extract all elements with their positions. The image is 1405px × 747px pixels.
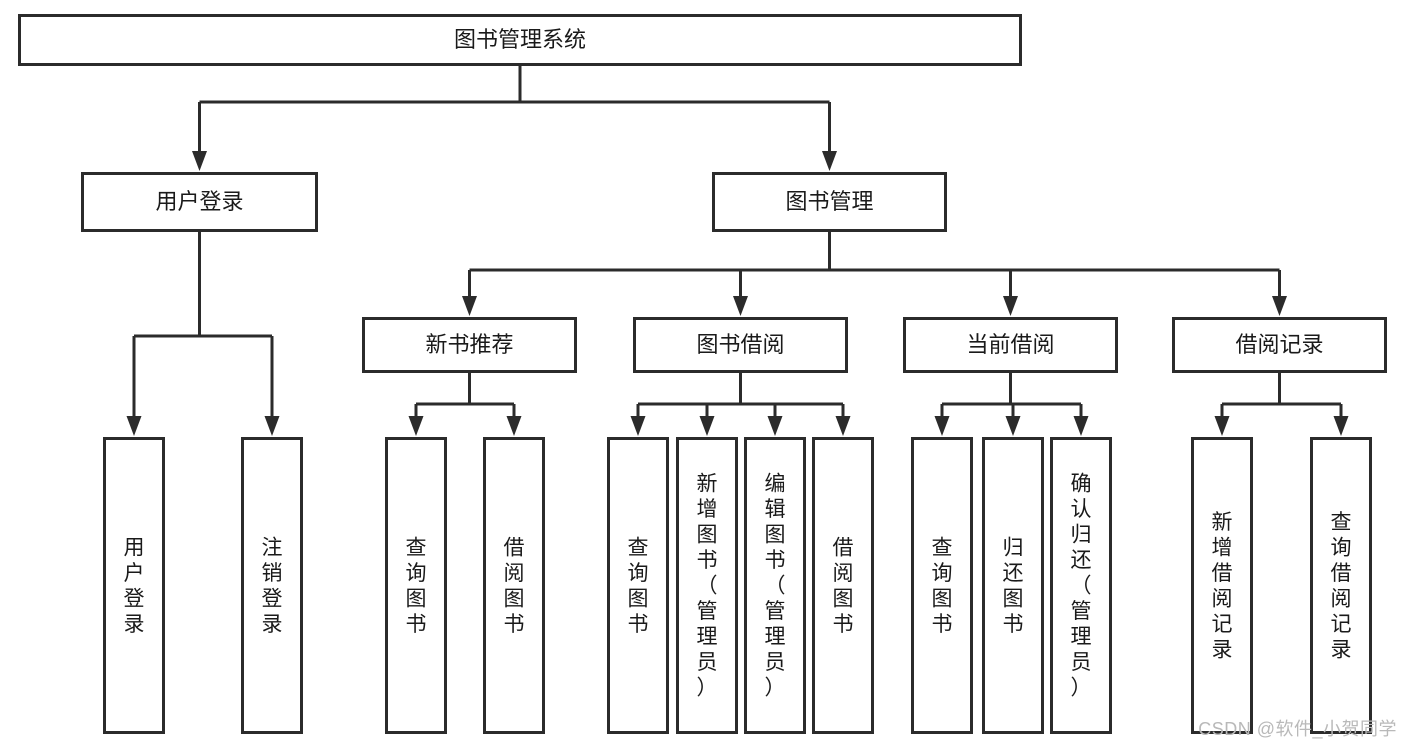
connector-group: [462, 232, 1287, 316]
node-label: 编辑图书（管理员）: [765, 473, 786, 700]
node-label: 归还图书: [1003, 536, 1024, 636]
connector-group: [408, 373, 522, 436]
node-l1-0[interactable]: 用户登录: [81, 172, 318, 232]
node-l2-3[interactable]: 借阅记录: [1172, 317, 1387, 373]
node-leaf-12[interactable]: 查询借阅记录: [1310, 437, 1372, 734]
node-box: [744, 437, 806, 734]
node-leaf-4[interactable]: 查询图书: [607, 437, 669, 734]
node-leaf-0[interactable]: 用户登录: [103, 437, 165, 734]
node-box: [982, 437, 1044, 734]
node-box: [18, 14, 1022, 66]
node-l2-0[interactable]: 新书推荐: [362, 317, 577, 373]
node-label: 当前借阅: [966, 332, 1054, 357]
node-label: 查询图书: [406, 536, 427, 636]
node-label: 查询图书: [628, 536, 649, 636]
node-label: 用户登录: [155, 189, 243, 214]
node-label: 确认归还（管理员）: [1071, 473, 1092, 700]
node-leaf-8[interactable]: 查询图书: [911, 437, 973, 734]
node-label: 新书推荐: [425, 332, 513, 357]
node-box: [81, 172, 318, 232]
node-box: [911, 437, 973, 734]
node-box: [241, 437, 303, 734]
node-layer: 图书管理系统用户登录图书管理新书推荐图书借阅当前借阅借阅记录用户登录注销登录查询…: [18, 14, 1387, 734]
node-l1-1[interactable]: 图书管理: [712, 172, 947, 232]
connector-group: [126, 232, 280, 436]
node-leaf-6[interactable]: 编辑图书（管理员）: [744, 437, 806, 734]
node-l2-2[interactable]: 当前借阅: [903, 317, 1118, 373]
node-box: [633, 317, 848, 373]
node-leaf-10[interactable]: 确认归还（管理员）: [1050, 437, 1112, 734]
node-leaf-5[interactable]: 新增图书（管理员）: [676, 437, 738, 734]
node-box: [1172, 317, 1387, 373]
node-box: [1050, 437, 1112, 734]
node-leaf-9[interactable]: 归还图书: [982, 437, 1044, 734]
node-leaf-1[interactable]: 注销登录: [241, 437, 303, 734]
node-label: 注销登录: [262, 536, 283, 636]
node-box: [712, 172, 947, 232]
node-l2-1[interactable]: 图书借阅: [633, 317, 848, 373]
node-box: [676, 437, 738, 734]
node-label: 借阅记录: [1235, 332, 1323, 357]
node-box: [362, 317, 577, 373]
node-box: [903, 317, 1118, 373]
node-label: 查询借阅记录: [1331, 511, 1352, 662]
node-label: 借阅图书: [833, 536, 854, 636]
node-label: 用户登录: [124, 536, 145, 636]
node-label: 新增借阅记录: [1212, 511, 1233, 662]
node-label: 图书管理: [785, 189, 873, 214]
connector-group: [934, 373, 1089, 436]
connector-group: [1214, 373, 1349, 436]
node-label: 查询图书: [932, 536, 953, 636]
node-label: 新增图书（管理员）: [697, 473, 718, 700]
node-leaf-11[interactable]: 新增借阅记录: [1191, 437, 1253, 734]
node-box: [103, 437, 165, 734]
connector-layer: [126, 66, 1349, 436]
node-label: 借阅图书: [504, 536, 525, 636]
node-box: [483, 437, 545, 734]
node-box: [812, 437, 874, 734]
node-box: [1310, 437, 1372, 734]
node-box: [385, 437, 447, 734]
node-leaf-7[interactable]: 借阅图书: [812, 437, 874, 734]
connector-group: [192, 66, 837, 171]
node-box: [607, 437, 669, 734]
node-box: [1191, 437, 1253, 734]
node-leaf-2[interactable]: 查询图书: [385, 437, 447, 734]
connector-group: [630, 373, 851, 436]
node-root[interactable]: 图书管理系统: [18, 14, 1022, 66]
node-label: 图书借阅: [696, 332, 784, 357]
node-leaf-3[interactable]: 借阅图书: [483, 437, 545, 734]
node-label: 图书管理系统: [454, 27, 586, 52]
